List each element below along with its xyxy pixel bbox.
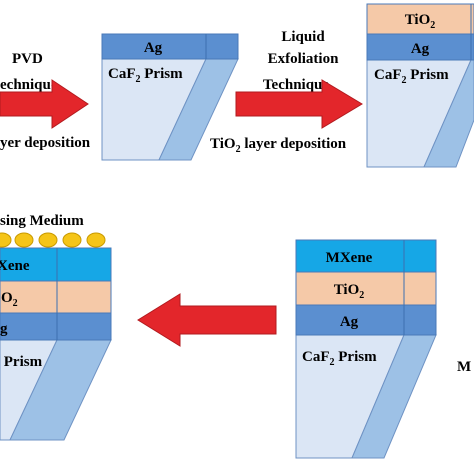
step2-label-line2: Exfoliation — [268, 51, 339, 67]
stage4-stack: sing Medium Xene O2 g Prism — [0, 213, 112, 441]
arrow-step1 — [0, 79, 89, 129]
stage3-ag-label: Ag — [340, 314, 359, 330]
stage4-ag-layer — [0, 312, 112, 341]
stage4-tio2-label: O2 — [1, 290, 18, 309]
stage4-mxene-label: Xene — [0, 258, 30, 274]
sensing-particle — [0, 232, 12, 248]
stage2-ag-layer — [366, 33, 474, 61]
sensing-particle — [38, 232, 58, 248]
sensing-particle — [14, 232, 34, 248]
stage2-tio2-label: TiO2 — [405, 12, 436, 31]
step1-caption: yer deposition — [0, 135, 91, 151]
stage4-prism-label: Prism — [0, 354, 43, 370]
sensing-particle — [86, 232, 106, 248]
stage4-sensing-medium-label: sing Medium — [0, 213, 84, 229]
stage2-ag-label: Ag — [411, 41, 430, 57]
stage2-prism-label: CaF2 Prism — [374, 67, 449, 86]
step2-label: Liquid Exfoliation Technique TiO2 layer … — [210, 29, 347, 155]
step2-label-line3: Technique — [263, 77, 329, 93]
stage2-tio2-layer — [366, 3, 474, 35]
stage3-prism-label: CaF2 Prism — [302, 349, 377, 368]
step1-label-line2: echnique — [0, 77, 58, 93]
stage3-tio2-layer — [295, 271, 437, 306]
step2-caption: TiO2 layer deposition — [210, 136, 347, 155]
stage4-mxene-layer — [0, 247, 112, 282]
stage1-stack: Ag CaF2 Prism — [101, 33, 239, 161]
stage3-mxene-label: MXene — [326, 250, 373, 266]
step1-label: PVD echnique yer deposition — [0, 51, 91, 151]
stage2-stack: TiO2 Ag CaF2 Prism — [366, 3, 474, 168]
stage3-stack: MXene TiO2 Ag CaF2 Prism M — [295, 239, 471, 459]
step1-label-line1: PVD — [12, 51, 43, 67]
sensing-medium-particles — [0, 232, 106, 248]
stage3-side-text: M — [457, 359, 471, 375]
stage4-ag-label: g — [0, 321, 8, 337]
stage3-ag-layer — [295, 304, 437, 336]
stage4-tio2-layer — [0, 280, 112, 314]
arrow-step2 — [235, 79, 363, 129]
stage1-prism-label: CaF2 Prism — [108, 66, 183, 85]
stage1-ag-layer — [101, 33, 239, 60]
stage3-tio2-label: TiO2 — [334, 282, 365, 301]
step2-label-line1: Liquid — [281, 29, 325, 45]
arrow-step3 — [137, 293, 277, 347]
stage3-mxene-layer — [295, 239, 437, 273]
stage1-ag-label: Ag — [144, 40, 163, 56]
sensing-particle — [62, 232, 82, 248]
